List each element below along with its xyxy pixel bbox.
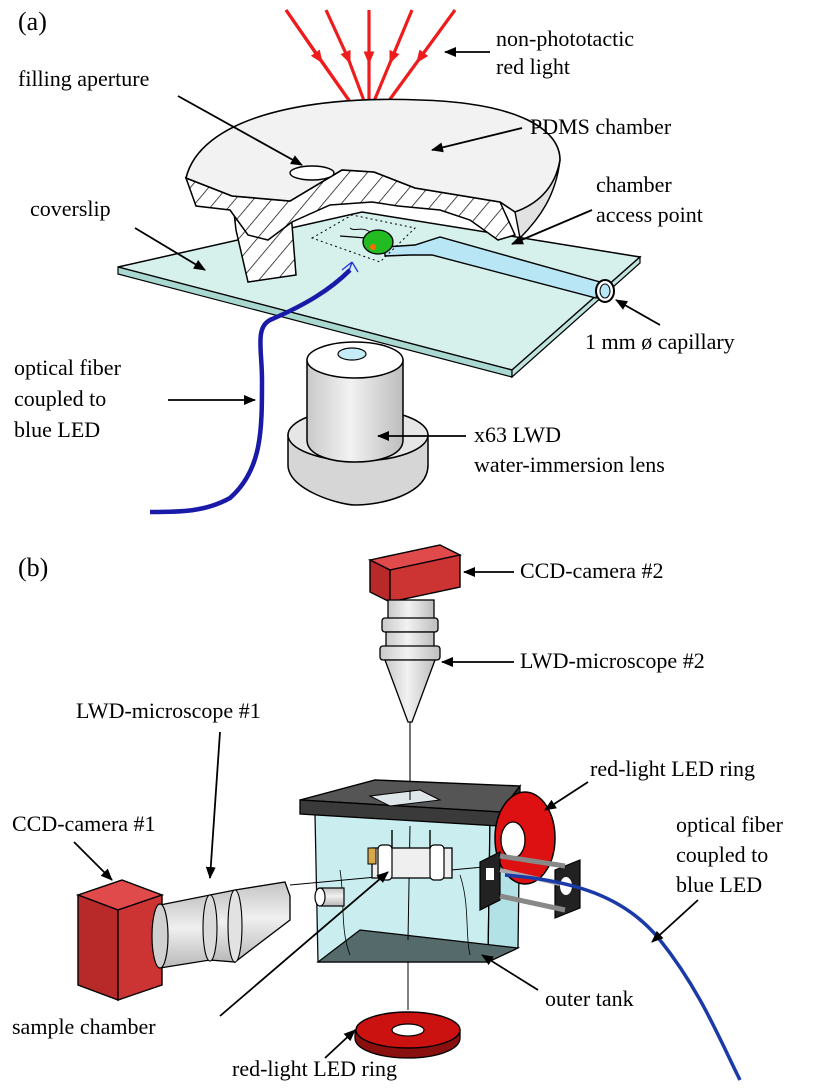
label-light-2: red light — [496, 54, 570, 79]
label-filling-aperture: filling aperture — [18, 66, 149, 91]
side-port — [314, 887, 345, 907]
micropipette — [339, 235, 367, 239]
label-lens-1: x63 LWD — [474, 422, 561, 447]
label-lwd2: LWD-microscope #2 — [520, 648, 705, 673]
arrow-outer-tank — [481, 954, 539, 991]
label-capillary: 1 mm ø capillary — [585, 329, 735, 354]
red-light-rays — [284, 9, 457, 107]
label-ccd2: CCD-camera #2 — [520, 558, 664, 583]
arrow-ccd1 — [73, 841, 113, 881]
eyespot — [370, 244, 376, 250]
red-ray-4 — [370, 9, 414, 107]
label-fiber-a-1: optical fiber — [14, 355, 122, 380]
label-ccd1: CCD-camera #1 — [12, 811, 156, 836]
label-light-1: non-phototactic — [496, 26, 634, 51]
label-access-1: chamber — [596, 172, 672, 197]
ccd-camera-1 — [75, 879, 165, 1002]
label-ring-side: red-light LED ring — [590, 756, 755, 781]
flagella — [349, 227, 371, 233]
label-outer-tank: outer tank — [545, 986, 634, 1011]
label-sample-chamber: sample chamber — [12, 1014, 156, 1039]
label-ring-bottom: red-light LED ring — [232, 1056, 397, 1081]
arrow-ring-bottom — [324, 1029, 356, 1059]
arrow-lwd1 — [205, 731, 221, 879]
label-lwd1: LWD-microscope #1 — [76, 698, 261, 723]
led-ring-bottom — [354, 1011, 461, 1059]
optical-axis-vertical — [407, 825, 411, 941]
label-fiber-b-3: blue LED — [676, 872, 762, 897]
observation-region — [310, 214, 417, 263]
label-coverslip: coverslip — [30, 196, 111, 221]
ccd-camera-2 — [367, 544, 463, 604]
arrow-fiber-b — [651, 899, 699, 943]
label-fiber-a-2: coupled to — [14, 386, 106, 411]
label-fiber-b-1: optical fiber — [676, 812, 784, 837]
fiber-cage — [479, 851, 581, 919]
filling-aperture-hole — [289, 165, 335, 181]
arrow-sample-chamber — [219, 871, 389, 1017]
panel-label-b: (b) — [18, 553, 48, 582]
arrow-pdms — [431, 127, 523, 153]
objective-lens — [287, 341, 429, 506]
label-access-2: access point — [596, 202, 703, 227]
label-fiber-a-3: blue LED — [14, 417, 100, 442]
label-lens-2: water-immersion lens — [474, 452, 665, 477]
red-ray-5 — [383, 9, 457, 107]
green-cell — [362, 229, 394, 255]
capillary-tube — [384, 236, 615, 303]
label-fiber-b-2: coupled to — [676, 842, 768, 867]
arrow-coverslip — [134, 227, 206, 271]
arrow-capillary — [615, 299, 661, 326]
arrow-ring-side — [544, 781, 589, 811]
panel-label-a: (a) — [18, 7, 47, 36]
label-pdms: PDMS chamber — [530, 114, 672, 139]
red-ray-2 — [324, 9, 368, 107]
lwd-microscope-2 — [379, 599, 441, 723]
arrow-access — [511, 209, 593, 245]
pdms-chamber — [184, 98, 561, 283]
red-ray-1b — [284, 9, 355, 107]
optical-fiber-a — [149, 261, 359, 515]
lwd-microscope-1 — [151, 881, 291, 969]
arrow-filling-aperture — [177, 95, 303, 166]
